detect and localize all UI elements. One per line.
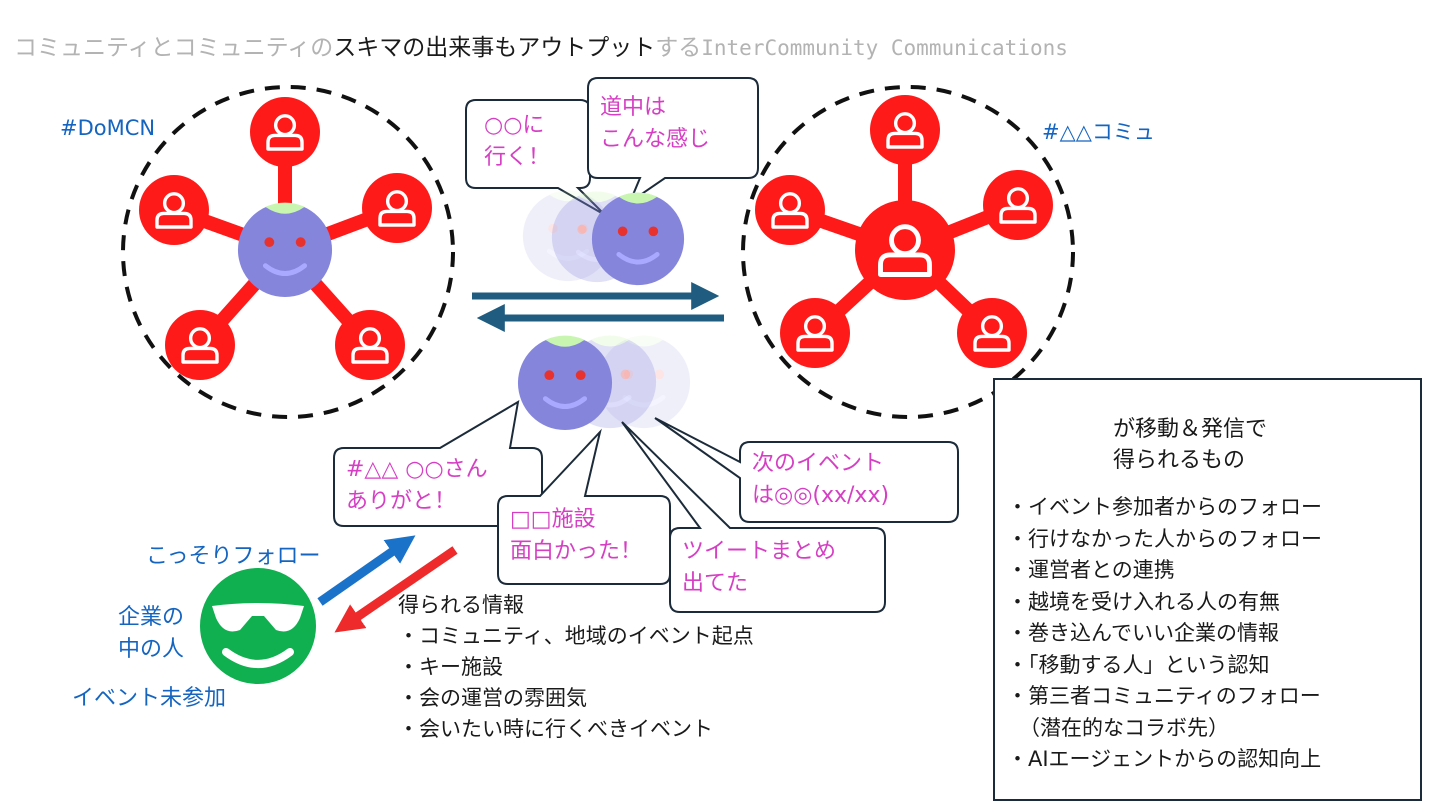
bubble-tweet-line-2: 出てた	[682, 571, 749, 596]
obtained-info: 得られる情報 ・コミュニティ、地域のイベント起点 ・キー施設 ・会の運営の雰囲気…	[398, 590, 754, 745]
company-status-label: イベント未参加	[72, 686, 227, 711]
arrow-info-to-company	[334, 546, 458, 633]
benefits-heading-line-2: 得られるもの	[1113, 448, 1246, 473]
benefit-item: （潜在的なコラボ先）	[1019, 715, 1229, 740]
right-community-boundary	[741, 85, 1075, 419]
benefits-heading-line-1: が移動＆発信で	[1113, 417, 1268, 442]
obtained-info-heading: 得られる情報	[398, 593, 524, 617]
title-part-3: する	[655, 35, 702, 61]
member-node	[139, 175, 209, 245]
sunglasses-face-icon	[200, 568, 316, 684]
right-community-tag: #△△コミュ	[1042, 120, 1155, 144]
traveler-moving-left	[518, 336, 690, 430]
company-person-line-2: 中の人	[118, 637, 185, 662]
bubble-thanks-text: #△△ ○○さん ありがと！	[346, 454, 488, 518]
benefit-item: ・越境を受け入れる人の有無	[1007, 589, 1280, 614]
speech-bubble-facility	[497, 428, 671, 585]
smiley-face-icon	[518, 336, 612, 430]
bubble-go-line-1: ○○に	[484, 113, 545, 138]
member-node	[957, 298, 1027, 368]
bubble-tweet-line-1: ツイートまとめ	[682, 539, 837, 564]
benefit-item: ・行けなかった人からのフォロー	[1007, 526, 1322, 551]
member-node	[870, 95, 940, 165]
member-node	[983, 170, 1053, 240]
benefit-item: ・運営者との連携	[1007, 558, 1175, 582]
speech-bubble-journey	[587, 77, 759, 205]
bubble-journey-line-2: こんな感じ	[600, 127, 711, 152]
left-community-tag: #DoMCN	[60, 116, 156, 140]
bubble-journey-line-1: 道中は	[600, 95, 667, 120]
traveler-moving-right	[523, 191, 684, 286]
member-node	[250, 97, 320, 167]
member-node	[780, 298, 850, 368]
left-community	[121, 85, 455, 419]
left-community-boundary	[121, 85, 455, 419]
speech-bubble-tweet	[621, 421, 886, 613]
member-node	[755, 175, 825, 245]
smiley-face-icon	[238, 203, 332, 297]
benefits-heading: が移動＆発信で 得られるもの	[1113, 414, 1267, 476]
bubble-next-event-text: 次のイベント は◎◎(xx/xx)	[752, 448, 889, 512]
obtained-info-item: ・コミュニティ、地域のイベント起点	[398, 624, 754, 648]
bubble-thanks-line-2: ありがと！	[346, 489, 457, 514]
obtained-info-item: ・会の運営の雰囲気	[398, 686, 587, 710]
benefit-item: ・AIエージェントからの認知向上	[1007, 747, 1322, 771]
benefits-list: ・イベント参加者からのフォロー ・行けなかった人からのフォロー ・運営者との連携…	[1007, 492, 1322, 776]
benefit-item: ・第三者コミュニティのフォロー	[1007, 684, 1321, 708]
bubble-facility-text: □□施設 面白かった！	[510, 504, 642, 568]
bubble-tweet-text: ツイートまとめ 出てた	[682, 536, 836, 600]
title-part-1: コミュニティとコミュニティの	[14, 35, 334, 61]
member-node	[362, 173, 432, 243]
title-part-4: InterCommunity Communications	[701, 36, 1068, 60]
arrow-stealth-follow	[317, 535, 416, 606]
title-part-2: スキマの出来事もアウトプット	[333, 35, 656, 61]
right-community	[741, 85, 1075, 419]
stealth-follow-label: こっそりフォロー	[146, 544, 321, 569]
benefit-item: ・イベント参加者からのフォロー	[1007, 495, 1322, 519]
company-person-label: 企業の 中の人	[118, 602, 184, 666]
bubble-facility-line-1: □□施設	[510, 507, 596, 532]
bubble-go-line-2: 行く！	[484, 145, 551, 170]
benefit-item: ・「移動する人」という認知	[1007, 652, 1270, 677]
member-node	[165, 310, 235, 380]
bubble-go-text: ○○に 行く！	[484, 110, 550, 174]
page-title: コミュニティとコミュニティのスキマの出来事もアウトプットするInterCommu…	[14, 28, 1068, 62]
bubble-journey-text: 道中は こんな感じ	[600, 92, 710, 156]
obtained-info-item: ・会いたい時に行くべきイベント	[398, 717, 713, 741]
bubble-next-event-line-1: 次のイベント	[752, 451, 885, 476]
smiley-face-icon	[592, 193, 684, 286]
member-node	[335, 310, 405, 380]
organizer-node	[855, 200, 955, 300]
speech-bubble-next-event	[654, 417, 959, 523]
benefit-item: ・巻き込んでいい企業の情報	[1007, 621, 1279, 645]
bubble-next-event-line-2: は◎◎(xx/xx)	[752, 483, 890, 508]
obtained-info-item: ・キー施設	[398, 655, 503, 679]
bubble-facility-line-2: 面白かった！	[510, 539, 643, 564]
company-person-line-1: 企業の	[118, 605, 185, 630]
benefits-panel: が移動＆発信で 得られるもの ・イベント参加者からのフォロー ・行けなかった人か…	[993, 378, 1422, 801]
bubble-thanks-line-1: #△△ ○○さん	[346, 457, 488, 482]
